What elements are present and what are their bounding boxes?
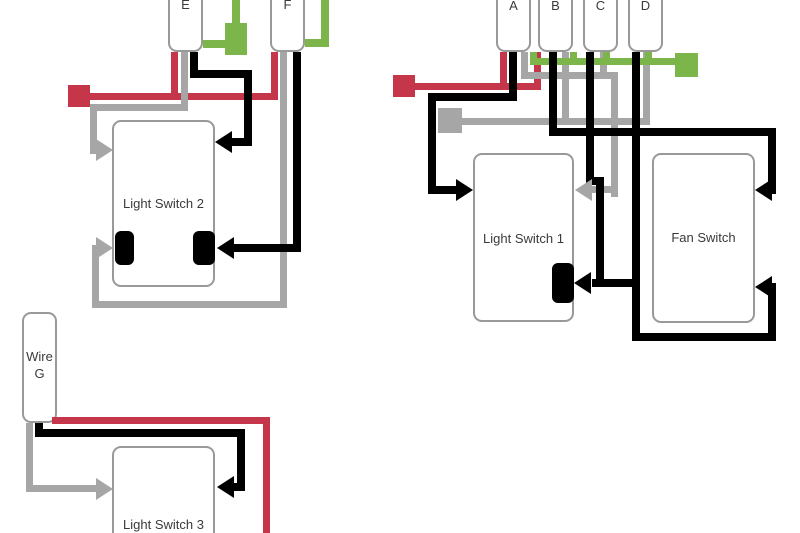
wire-g-black-horizontal — [35, 429, 245, 437]
cable-d-gray-wire-drop — [643, 52, 650, 125]
arrow-into-fan-bottom-right — [755, 276, 772, 298]
wire-g-red-horizontal — [52, 417, 270, 424]
arrow-into-switch2-top-right — [215, 131, 232, 153]
cable-e-black-down — [244, 70, 252, 146]
cable-a-box — [496, 0, 531, 52]
cable-c-black-jog — [586, 177, 604, 185]
switch2-right-terminal — [193, 231, 215, 265]
red-bus-right — [415, 83, 541, 90]
cable-d-black-up — [768, 283, 776, 341]
fan-switch-label: Fan Switch — [671, 230, 736, 245]
red-connector-right — [393, 75, 415, 97]
cable-e-black-drop — [190, 52, 198, 78]
arrow-into-switch2-right-terminal — [217, 237, 234, 259]
arrow-into-switch2-left-terminal — [96, 237, 113, 259]
cable-e-gray-wire-down — [90, 104, 97, 154]
black-arrow-shaft-switch1-terminal — [592, 279, 640, 287]
cable-c-label: C — [595, 0, 606, 13]
green-connector-stub-up — [232, 0, 240, 23]
cable-e-black-arrow-shaft — [229, 138, 252, 146]
cable-f-red-wire — [271, 52, 278, 100]
cable-e-red-wire — [171, 52, 178, 100]
cable-f-gray-wire-loop-up — [92, 245, 99, 308]
switch1-terminal — [552, 263, 574, 303]
gray-connector — [438, 108, 462, 133]
light-switch-3-label: Light Switch 3 — [123, 517, 204, 532]
light-switch-3-box — [112, 446, 215, 533]
cable-f-black-arrow-shaft — [231, 244, 301, 252]
cable-a-gray-wire-drop — [521, 52, 528, 72]
cable-e-gray-wire-horizontal — [90, 104, 188, 111]
arrow-into-switch3-right — [217, 476, 234, 498]
cable-d-green-stub — [645, 52, 652, 65]
wire-g-gray-drop — [26, 423, 33, 492]
cable-b-green-stub — [570, 52, 577, 65]
arrow-into-switch3-left — [96, 478, 113, 500]
cable-a-black-drop — [509, 52, 517, 101]
cable-f-gray-wire-drop — [280, 52, 287, 308]
cable-b-gray-wire-drop — [562, 52, 569, 125]
cable-d-black-bottom — [632, 333, 776, 341]
light-switch-1-label: Light Switch 1 — [483, 231, 564, 246]
cable-b-black-down — [768, 128, 776, 194]
cable-f-label: F — [283, 0, 292, 12]
cable-a-black-down — [428, 93, 436, 194]
cable-a-green-stub — [530, 52, 537, 65]
arrow-into-switch1-right — [575, 179, 592, 201]
wire-g-box — [22, 312, 57, 423]
cable-f-green-wire-up — [321, 0, 329, 47]
cable-b-black-horizontal — [549, 128, 776, 136]
cable-e-gray-wire-drop — [181, 52, 188, 111]
wire-g-red-vertical — [263, 417, 270, 533]
arrow-into-switch2-top-left — [96, 139, 113, 161]
green-connector-top-left — [225, 23, 247, 55]
wire-g-gray-horizontal — [26, 485, 98, 492]
cable-a-black-horizontal — [428, 93, 517, 101]
cable-a-black-arrow-shaft — [428, 186, 458, 194]
wire-g-black-down — [237, 429, 245, 491]
cable-c-green-stub — [603, 52, 610, 65]
cable-c-black-down — [596, 177, 604, 287]
arrow-into-switch1-terminal — [574, 272, 591, 294]
wire-g-label-line1: Wire — [26, 349, 53, 364]
light-switch-2-label: Light Switch 2 — [123, 196, 204, 211]
cable-b-black-drop — [549, 52, 557, 136]
cable-d-box — [628, 0, 663, 52]
cable-f-black-drop — [293, 52, 301, 252]
cable-c-black-drop — [586, 52, 594, 185]
cable-a-red-wire — [500, 52, 507, 90]
switch2-left-terminal — [115, 231, 134, 265]
cable-e-green-wire — [203, 40, 225, 48]
arrow-into-switch1-left — [456, 179, 473, 201]
cable-f-box — [270, 0, 305, 52]
cable-f-green-wire-horizontal — [305, 39, 327, 47]
cable-a-gray-wire-horizontal — [521, 72, 618, 79]
cable-e-black-horizontal — [190, 70, 252, 78]
wire-g-black-arrow-shaft — [231, 483, 245, 491]
cable-b-red-wire — [534, 52, 541, 90]
cable-e-box — [168, 0, 203, 52]
cable-b-label: B — [551, 0, 560, 13]
green-bus-right — [530, 58, 675, 65]
cable-c-gray-wire-stub — [600, 52, 607, 79]
wire-g-label-line2: G — [34, 366, 45, 381]
red-connector-left — [68, 85, 90, 107]
cable-d-black-drop — [632, 52, 640, 341]
cable-c-box — [583, 0, 618, 52]
cable-e-label: E — [181, 0, 190, 12]
cable-f-gray-wire-loop-bottom — [92, 301, 287, 308]
arrow-into-fan-top-right — [755, 179, 772, 201]
cable-b-box — [538, 0, 573, 52]
green-connector-right — [675, 53, 698, 77]
cable-d-label: D — [640, 0, 651, 13]
cable-a-label: A — [509, 0, 518, 13]
fan-switch-box — [652, 153, 755, 323]
